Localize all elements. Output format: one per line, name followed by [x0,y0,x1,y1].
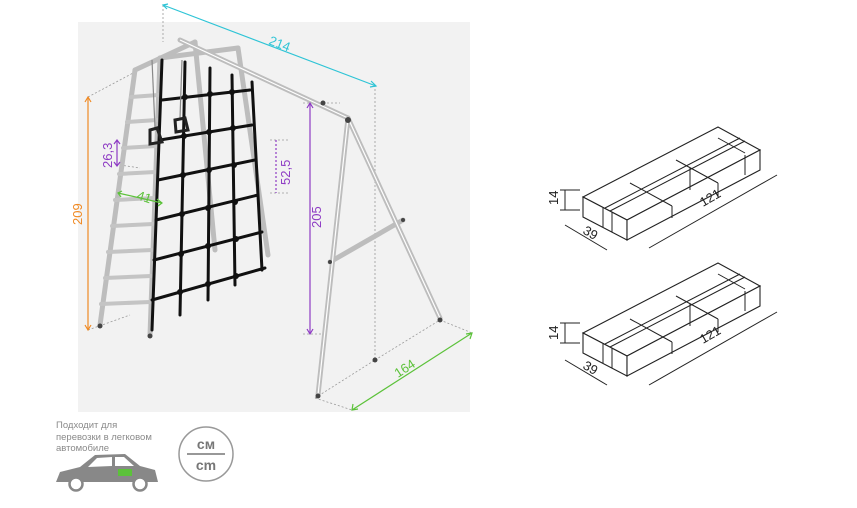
package-box-1: 14 39 121 [546,126,778,251]
unit-bottom-label: cm [196,457,216,473]
package-2-width: 39 [581,358,601,378]
unit-top-label: см [197,436,215,452]
package-1-height: 14 [546,191,561,205]
rung-spacing-dimension [113,139,121,167]
guide-lines [87,5,473,411]
background-panel [78,22,470,412]
depth-dimension [351,332,473,411]
car-icon [56,454,158,492]
swing-height-label: 205 [309,206,324,228]
frame-height-label: 209 [70,203,85,225]
units-badge: см cm [178,426,234,482]
net-knots [177,89,239,295]
package-box-2: 14 39 121 [546,262,778,386]
note-line-2: перевозки в легковом [56,431,152,443]
width-dimension [161,3,378,88]
swing-height-dimension [306,101,314,336]
rung-spacing-label: 26,3 [100,143,115,168]
ladder-width-dimension [117,190,163,207]
frame-height-dimension [84,95,92,332]
package-1-width: 39 [581,223,601,243]
ladder-width-label: 41 [135,188,153,207]
note-line-1: Подходит для [56,420,118,431]
width-label: 214 [267,33,293,55]
frame-joints [97,100,443,399]
note-line-3: автомобиле [56,443,110,454]
net-cell-label: 52,5 [278,160,293,185]
frame-highlights [179,39,441,396]
car-transport-note: Подходит для перевозки в легковом автомо… [56,420,176,455]
gymnastic-rings [148,59,190,146]
package-2-height: 14 [546,326,561,340]
